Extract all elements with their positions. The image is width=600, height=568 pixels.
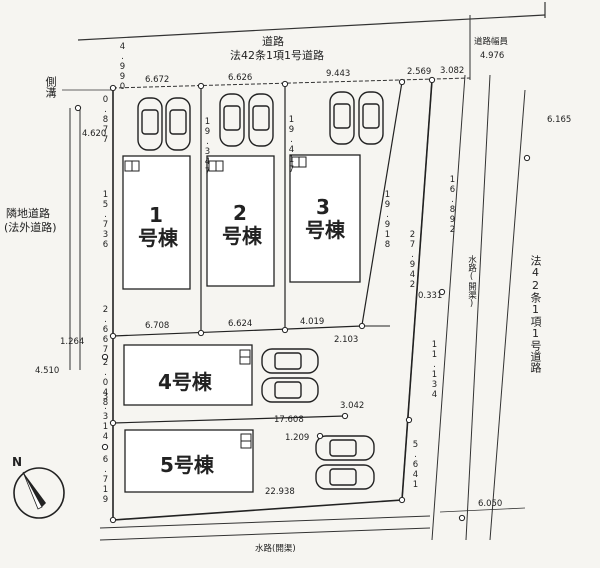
dim-22938: 22.938 [265,487,295,497]
bottom-waterway-2 [99,527,431,541]
waterway-left-edge [401,79,433,501]
dim-6719: 6.719 [100,455,111,505]
building-5-outline [124,429,254,493]
dim-6672: 6.672 [145,75,170,85]
road-right-edge-2 [489,89,526,541]
building-3-suffix: 号棟 [305,218,345,242]
building-5-label: 5号棟 [160,453,214,477]
dim-2667: 2.667 [100,305,111,355]
dim-6050-line [439,507,526,513]
entrance-marks [124,156,307,449]
side-ditch-label: 側溝 [44,76,57,98]
dim-1264: 1.264 [60,337,85,347]
dim-4990: 4.990 [117,42,128,92]
waterway-right-edge [431,74,466,541]
dim-3314: 3.314 [100,392,111,442]
dim-5641: 5.641 [410,440,421,490]
road-width-value: 4.976 [480,51,505,61]
building-1-suffix: 号棟 [138,226,178,250]
dim-19347: 19.347 [202,117,213,177]
dim-3082: 3.082 [440,66,465,76]
dim-4620: 4.620 [82,129,107,139]
dim-6708: 6.708 [145,321,170,331]
dim-3042: 3.042 [340,401,365,411]
dim-6050: 6.050 [478,499,503,509]
compass-icon [13,467,65,519]
dim-4510: 4.510 [35,366,60,376]
dim-6626a: 6.626 [228,73,253,83]
dim-0877: 0.877 [100,95,111,145]
dim-19417: 19.417 [286,115,297,175]
dim-17608: 17.608 [274,415,304,425]
building-3-label: 3 号棟 [305,195,345,242]
cars-lot-4 [261,348,319,403]
lot-divider-access [361,81,403,326]
road-width-label: 道路幅員 [474,37,509,47]
dim-2569: 2.569 [407,67,432,77]
dim-4019: 4.019 [300,317,325,327]
road-right-label: 法42条1項1号道路 [529,255,542,373]
building-3-outline [289,154,361,283]
building-4-label: 4号棟 [158,370,212,394]
dim-1209: 1.209 [285,433,310,443]
cars-lot-5 [315,435,375,490]
building-1-outline [122,155,191,290]
dim-27942: 27.942 [407,230,418,290]
cars-lot-3 [329,91,384,145]
neighbor-road-sub: (法外道路) [4,221,57,234]
building-1-number: 1 [149,203,163,227]
dim-9443: 9.443 [326,69,351,79]
road-edge-bottom [112,77,471,89]
bottom-waterway-1 [99,515,431,529]
dim-6165: 6.165 [547,115,572,125]
cars-lot-2 [219,93,274,147]
road-edge-top [77,14,546,41]
building-4-outline [123,344,253,406]
dim-15736: 15.736 [100,190,111,250]
waterway-right-label: 水路(開渠) [466,255,477,309]
dim-19918: 19.918 [382,190,393,250]
building-3-number: 3 [316,195,330,219]
dim-6624: 6.624 [228,319,253,329]
compass-north-label: N [12,455,23,469]
dim-16892: 16.892 [447,175,458,235]
boundary-markers [74,76,531,524]
lot-divider-4-5 [112,415,346,424]
road-right-edge-1 [465,74,491,541]
dim-0331: 0.331 [418,291,443,301]
building-2-label: 2 号棟 [222,201,262,248]
building-1-label: 1 号棟 [138,203,178,250]
neighbor-road-label: 隣地道路 [6,207,50,220]
dim-2103: 2.103 [334,335,359,345]
dim-2048: 2.048 [100,358,111,408]
cars-lot-1 [137,97,191,151]
road-top-label: 道路 [262,35,284,48]
building-2-outline [206,155,275,287]
waterway-bottom-label: 水路(開渠) [255,544,296,554]
road-top-sub: 法42条1項1号道路 [230,49,324,62]
building-2-number: 2 [233,201,247,225]
lot-divider-row [112,325,363,337]
dim-11134: 11.134 [429,340,440,400]
building-2-suffix: 号棟 [222,224,262,248]
